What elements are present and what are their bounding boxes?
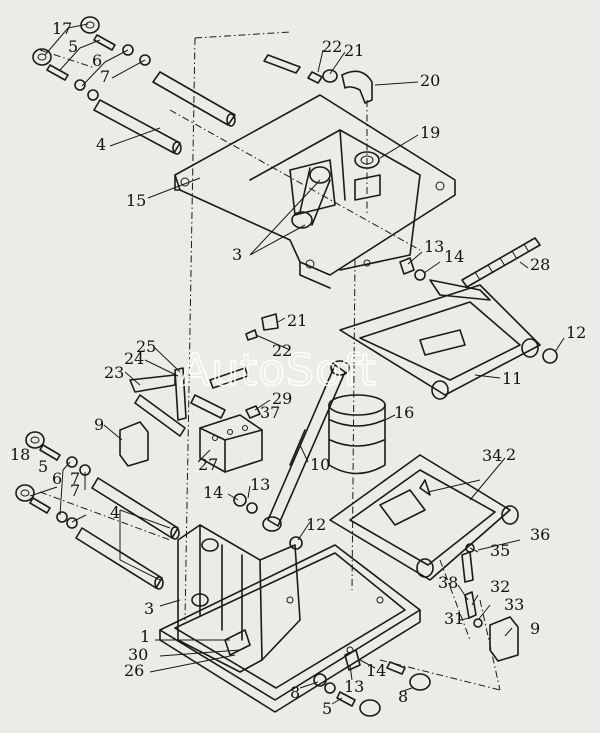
spring-and-cylinder bbox=[262, 360, 386, 532]
top-pins-and-washers bbox=[32, 16, 373, 155]
callout-label: 27 bbox=[198, 455, 218, 474]
callout-label: 22 bbox=[272, 341, 292, 360]
callout-label: 24 bbox=[124, 349, 144, 368]
callout-label: 2 bbox=[506, 445, 516, 464]
watermark: AutoSoft bbox=[180, 345, 377, 396]
callout-label: 38 bbox=[438, 573, 458, 592]
callout-label: 23 bbox=[104, 363, 124, 382]
callout-label: 19 bbox=[420, 123, 440, 142]
callout-label: 6 bbox=[92, 51, 102, 70]
callout-label: 3 bbox=[232, 245, 242, 264]
callout-label: 1 bbox=[140, 627, 150, 646]
callout-label: 7 bbox=[100, 67, 110, 86]
top-bracket bbox=[174, 94, 456, 289]
leader-lines bbox=[29, 23, 565, 705]
callout-label: 14 bbox=[444, 247, 464, 266]
callout-label: 18 bbox=[10, 445, 30, 464]
callout-label: 4 bbox=[110, 503, 120, 522]
callout-label: 3 bbox=[144, 599, 154, 618]
callout-label: 37 bbox=[260, 403, 280, 422]
callout-label: 4 bbox=[96, 135, 106, 154]
callout-label: 26 bbox=[124, 661, 144, 680]
hoses-and-block bbox=[129, 313, 279, 473]
callout-label: 7 bbox=[70, 469, 80, 488]
callout-label: 9 bbox=[94, 415, 104, 434]
callout-label: 14 bbox=[366, 661, 386, 680]
middle-frame bbox=[339, 237, 558, 400]
callout-label: 16 bbox=[394, 403, 414, 422]
base-plate bbox=[159, 524, 421, 713]
callout-label: 21 bbox=[344, 41, 364, 60]
callout-label: 11 bbox=[502, 369, 522, 388]
callout-label: 17 bbox=[52, 19, 72, 38]
bottom-pins-and-washers bbox=[15, 421, 519, 717]
callout-label: 13 bbox=[344, 677, 364, 696]
callout-label: 21 bbox=[287, 311, 307, 330]
callout-label: 9 bbox=[530, 619, 540, 638]
callout-label: 13 bbox=[250, 475, 270, 494]
callout-label: 29 bbox=[272, 389, 292, 408]
callout-label: 35 bbox=[490, 541, 510, 560]
lower-frame bbox=[329, 454, 519, 628]
callout-label: 5 bbox=[322, 699, 332, 718]
callout-label: 6 bbox=[52, 469, 62, 488]
callout-label: 25 bbox=[136, 337, 156, 356]
callout-label: 30 bbox=[128, 645, 148, 664]
callout-label: 5 bbox=[68, 37, 78, 56]
callout-label: 22 bbox=[322, 37, 342, 56]
callout-label: 12 bbox=[306, 515, 326, 534]
callout-labels: 17 5 6 7 4 15 3 22 21 20 19 13 14 28 12 … bbox=[10, 19, 586, 718]
callout-label: 8 bbox=[398, 687, 408, 706]
callout-label: 10 bbox=[310, 455, 330, 474]
callout-label: 28 bbox=[530, 255, 550, 274]
callout-label: 20 bbox=[420, 71, 440, 90]
callout-label: 15 bbox=[126, 191, 146, 210]
callout-label: 32 bbox=[490, 577, 510, 596]
callout-label: 14 bbox=[203, 483, 223, 502]
callout-label: 31 bbox=[444, 609, 464, 628]
callout-label: 5 bbox=[38, 457, 48, 476]
callout-label: 8 bbox=[290, 683, 300, 702]
callout-label: 12 bbox=[566, 323, 586, 342]
callout-label: 36 bbox=[530, 525, 550, 544]
callout-label: 13 bbox=[424, 237, 444, 256]
callout-label: 7 bbox=[70, 481, 80, 500]
callout-label: 34 bbox=[482, 446, 502, 465]
callout-label: 33 bbox=[504, 595, 524, 614]
